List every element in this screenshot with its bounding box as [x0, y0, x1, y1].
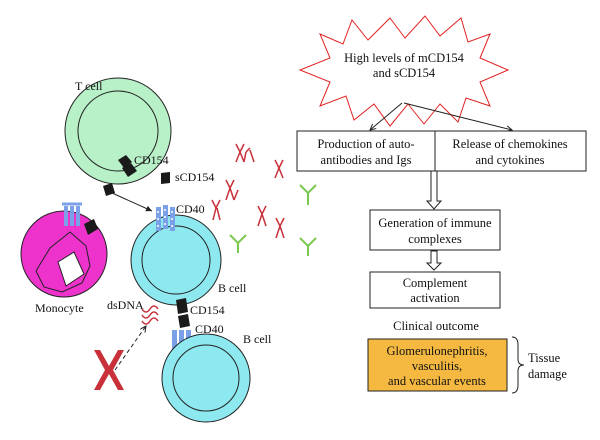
t-cell-label: T cell: [75, 79, 103, 93]
box2-line1: Release of chemokines: [452, 137, 567, 151]
binding-arrow: [111, 192, 153, 212]
clinical-outcome-label: Clinical outcome: [393, 319, 479, 333]
outcome-line2: vasculitis,: [412, 359, 462, 373]
hollow-arrow-2: [425, 250, 443, 271]
cd154-receptor-b-cell: [176, 298, 190, 328]
green-antibody-icon: [229, 184, 317, 256]
stimulus-star: [298, 15, 510, 127]
b-cell-1-label: B cell: [218, 281, 247, 295]
star-text-line2: and sCD154: [373, 66, 436, 80]
scd154-molecule: [103, 172, 170, 196]
box1-line1: Production of auto-: [317, 137, 414, 151]
scd154-label: sCD154: [175, 170, 214, 184]
chemokines-box: [434, 130, 587, 172]
complement-box: [369, 271, 501, 309]
dsdna-icon: [141, 305, 159, 325]
b-cell-2-label: B cell: [243, 332, 272, 346]
hollow-arrow-1: [425, 170, 443, 210]
outcome-line3: and vascular events: [388, 374, 486, 388]
cd40-label-top: CD40: [176, 202, 205, 216]
dsdna-arrow: [114, 326, 146, 371]
box3-line2: complexes: [408, 232, 462, 246]
tissue-line1: Tissue: [528, 351, 561, 365]
b-cell-2: [161, 333, 251, 423]
b-cell-1: [130, 214, 222, 306]
arrow-star-box2: [403, 102, 512, 130]
cd154-receptor-t-cell: [118, 155, 137, 177]
outcome-box: [367, 338, 508, 392]
box1-line2: antibodies and Igs: [321, 153, 412, 167]
box4-line2: activation: [410, 291, 460, 305]
monocyte-receptor-icon: [62, 202, 98, 235]
arrow-star-box1: [370, 102, 403, 130]
outcome-line1: Glomerulonephritis,: [386, 344, 487, 358]
brace-icon: [511, 336, 525, 394]
box4-line1: Complement: [403, 276, 468, 290]
red-antibody-icon: [211, 143, 285, 239]
cd154-label-mid: CD154: [190, 303, 225, 317]
chromosome-icon: [94, 350, 124, 390]
cd40-receptor-b-cell-1: [156, 205, 175, 231]
monocyte-cell: [20, 210, 108, 298]
t-cell: [64, 77, 172, 185]
box3-line1: Generation of immune: [378, 216, 492, 230]
box2-line2: and cytokines: [475, 153, 544, 167]
cd40-label-bottom: CD40: [195, 322, 224, 336]
star-text-line1: High levels of mCD154: [344, 51, 465, 65]
cd154-label-top: CD154: [134, 153, 169, 167]
monocyte-label: Monocyte: [35, 301, 84, 315]
immune-complex-box: [369, 209, 501, 251]
dsdna-label: dsDNA: [107, 298, 144, 312]
tissue-line2: damage: [528, 367, 567, 381]
